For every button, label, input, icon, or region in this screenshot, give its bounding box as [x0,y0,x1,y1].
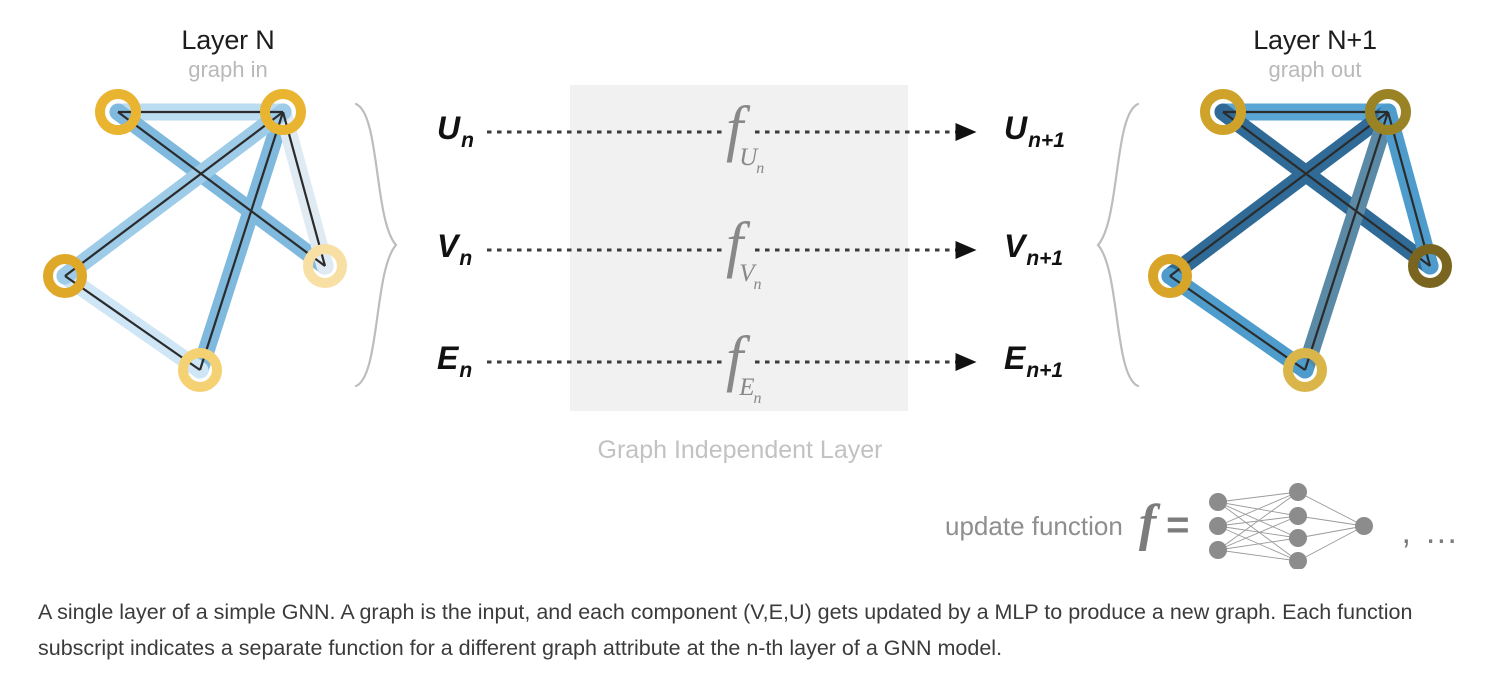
function-edge-sub: E [739,374,755,401]
update-function-row: update function f = , … [945,483,1460,569]
function-edge-subsub: n [753,390,762,407]
vertex-output-base: V [1004,228,1026,264]
node-a-out [1200,89,1246,135]
edge-ae-core [117,111,326,267]
function-global-sub: U [739,144,758,171]
node-e-out [1408,244,1452,288]
edge-be-core-out [1386,111,1432,267]
function-vertex-subsub: n [753,276,762,293]
layer-n-plus-1-title-sub: graph out [1268,57,1362,83]
global-output-sub: n+1 [1028,129,1065,152]
input-brace [354,102,398,388]
vertex-output-sub: n+1 [1026,247,1064,270]
vertex-input-base: V [437,228,459,264]
edge-ae-core-out [1222,111,1431,267]
node-d [178,348,222,392]
input-graph [43,89,347,392]
mlp-icon [1208,483,1373,569]
node-d-out [1283,348,1327,392]
function-edge-label: fEn [726,325,767,407]
global-output-label: Un+1 [1004,110,1065,152]
graph-edge-cores-output [1169,110,1432,371]
mlp-nodes [1208,483,1373,569]
edge-output-base: E [1004,340,1026,376]
graph-nodes-output [1148,89,1452,392]
edge-cd-core [64,275,201,371]
vertex-input-sub: n [459,247,473,270]
edge-bd-core-out [1303,111,1390,371]
node-e [303,244,347,288]
graph-independent-layer-label: Graph Independent Layer [597,436,883,464]
function-vertex-glyph: f [726,211,744,279]
edge-bc-core-out [1169,111,1389,277]
function-global-subsub: n [756,160,765,177]
global-input-label: Un [437,110,474,152]
edge-input-sub: n [459,359,473,382]
graph-nodes-input [43,89,347,392]
graph-edges-input [56,103,334,379]
edge-bd-core [198,111,285,371]
node-b-out [1365,89,1411,135]
vertex-input-label: Vn [437,228,472,270]
output-graph [1148,89,1452,392]
global-output-base: U [1004,110,1028,146]
global-input-sub: n [461,129,474,152]
edge-input-label: En [437,340,472,382]
function-global-glyph: f [726,95,744,163]
edge-cd-core-out [1169,275,1306,371]
edge-bc-core [64,111,284,277]
graph-edges-output [1161,103,1439,379]
node-b [260,89,306,135]
edge-be-core [281,111,327,267]
layer-n-title: Layer N graph in [78,25,378,84]
edge-output-label: En+1 [1004,340,1063,382]
figure-caption: A single layer of a simple GNN. A graph … [38,599,1413,660]
function-edge-glyph: f [726,325,744,393]
node-c-out [1148,254,1192,298]
function-flow-arrows [487,123,977,371]
output-brace [1096,102,1140,388]
edge-input-base: E [437,340,459,376]
function-vertex-sub: V [739,260,755,287]
update-function-equals: = [1166,502,1190,547]
layer-n-plus-1-title-main: Layer N+1 [1253,25,1377,55]
graph-edge-cores-input [64,110,327,371]
update-function-ellipsis: , … [1401,512,1461,551]
vertex-output-label: Vn+1 [1004,228,1063,270]
edge-output-sub: n+1 [1026,359,1064,382]
layer-n-title-main: Layer N [181,25,275,55]
update-function-f-glyph: f [1138,495,1157,552]
global-input-base: U [437,110,461,146]
function-global-label: fUn [726,95,769,177]
node-c [43,254,87,298]
node-a [95,89,141,135]
function-vertex-label: fVn [726,211,767,293]
layer-n-title-sub: graph in [188,57,268,83]
graph-independent-layer-box [570,85,908,411]
layer-n-plus-1-title: Layer N+1 graph out [1165,25,1465,84]
mlp-edges [1217,491,1364,562]
update-function-label: update function [945,510,1123,541]
